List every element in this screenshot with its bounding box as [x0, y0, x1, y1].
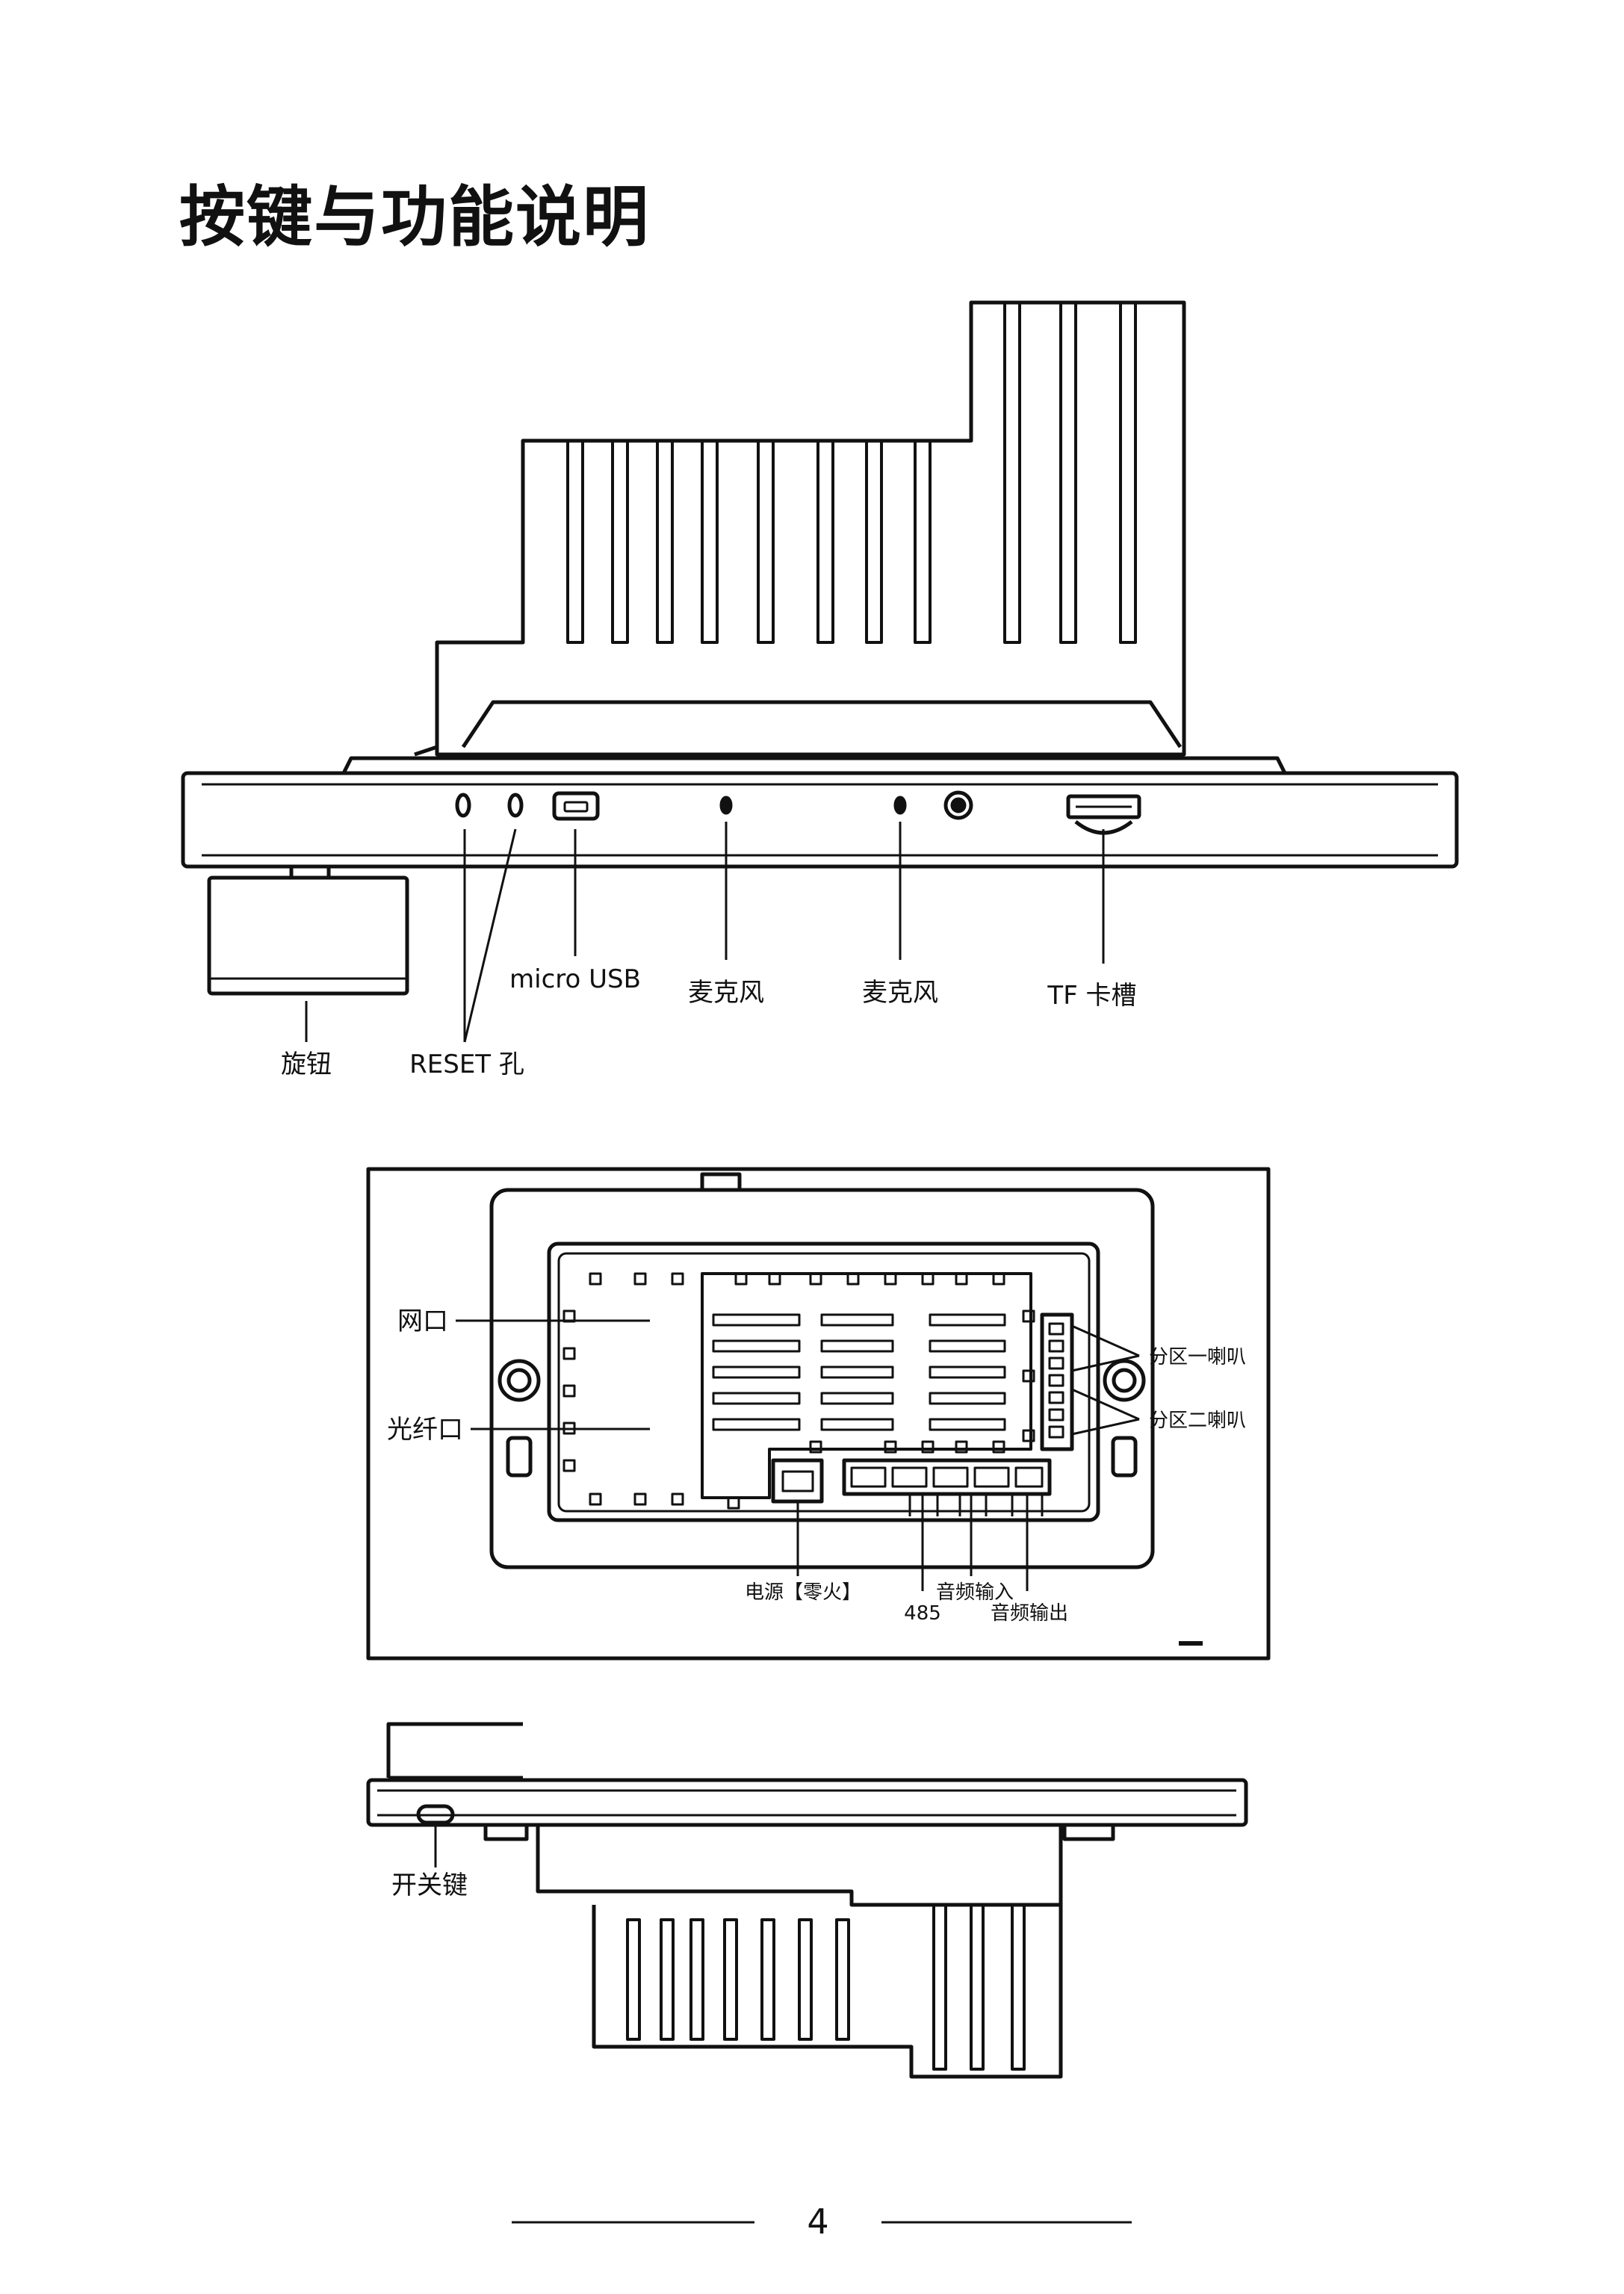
- label-power-terminal: 电源【零火】: [745, 1581, 861, 1604]
- label-fiber-port: 光纤口: [387, 1415, 463, 1445]
- label-tf-slot: TF 卡槽: [1047, 981, 1136, 1011]
- front-panel-bar: [181, 771, 1459, 869]
- page-title: 按键与功能说明: [179, 179, 651, 255]
- label-knob: 旋钮: [281, 1050, 332, 1079]
- label-mic-2: 麦克风: [862, 978, 938, 1008]
- back-inner-frame: [489, 1188, 1155, 1569]
- side-view-diagram: [366, 1722, 1248, 2079]
- power-switch-button: [416, 1804, 455, 1825]
- micro-usb-port: [552, 791, 600, 821]
- heatsink-body: [435, 300, 1186, 757]
- label-zone-1-speaker: 分区一喇叭: [1149, 1346, 1246, 1368]
- label-micro-usb: micro USB: [509, 964, 641, 994]
- side-heatsink: [592, 1905, 1063, 2079]
- housing-base: [414, 642, 1183, 757]
- back-clips: [562, 1272, 1035, 1510]
- speaker-terminal-block: [1040, 1312, 1074, 1451]
- page-number: 4: [807, 2201, 828, 2242]
- knob: [207, 875, 409, 996]
- tf-card-slot: [1066, 794, 1141, 819]
- reset-hole-1: [455, 793, 471, 818]
- back-enclosure: [547, 1241, 1100, 1522]
- front-view-diagram: [181, 300, 1459, 1043]
- mount-hole-right: [1103, 1359, 1146, 1402]
- heatsink-fins-left: [566, 301, 1137, 644]
- label-zone-2-speaker: 分区二喇叭: [1149, 1410, 1246, 1432]
- side-housing: [536, 1825, 1063, 1907]
- power-terminal: [771, 1458, 824, 1504]
- mount-hole-left: [498, 1359, 541, 1402]
- mic-hole-1: [719, 796, 733, 815]
- reset-hole-2: [507, 793, 524, 818]
- label-network-port: 网口: [397, 1306, 448, 1336]
- mic-hole-2: [893, 796, 907, 815]
- front-leader-lines: [305, 822, 1105, 1043]
- back-view-diagram: [366, 1167, 1271, 1661]
- front-indicator: [943, 790, 973, 820]
- signal-terminal-block: [842, 1458, 1052, 1496]
- side-fins: [626, 1903, 1026, 2071]
- label-power-switch: 开关键: [391, 1870, 468, 1900]
- label-mic-1: 麦克风: [688, 978, 764, 1008]
- side-knob: [386, 1722, 523, 1780]
- back-vents: [712, 1313, 1006, 1431]
- back-leader-lines: [456, 1319, 1140, 1591]
- label-audio-input: 音频输入: [936, 1581, 1014, 1604]
- label-485: 485: [904, 1602, 941, 1625]
- label-audio-output: 音频输出: [991, 1602, 1068, 1625]
- label-reset-hole: RESET 孔: [409, 1050, 524, 1079]
- side-panel-bar: [366, 1778, 1248, 1827]
- back-panel: [366, 1167, 1271, 1661]
